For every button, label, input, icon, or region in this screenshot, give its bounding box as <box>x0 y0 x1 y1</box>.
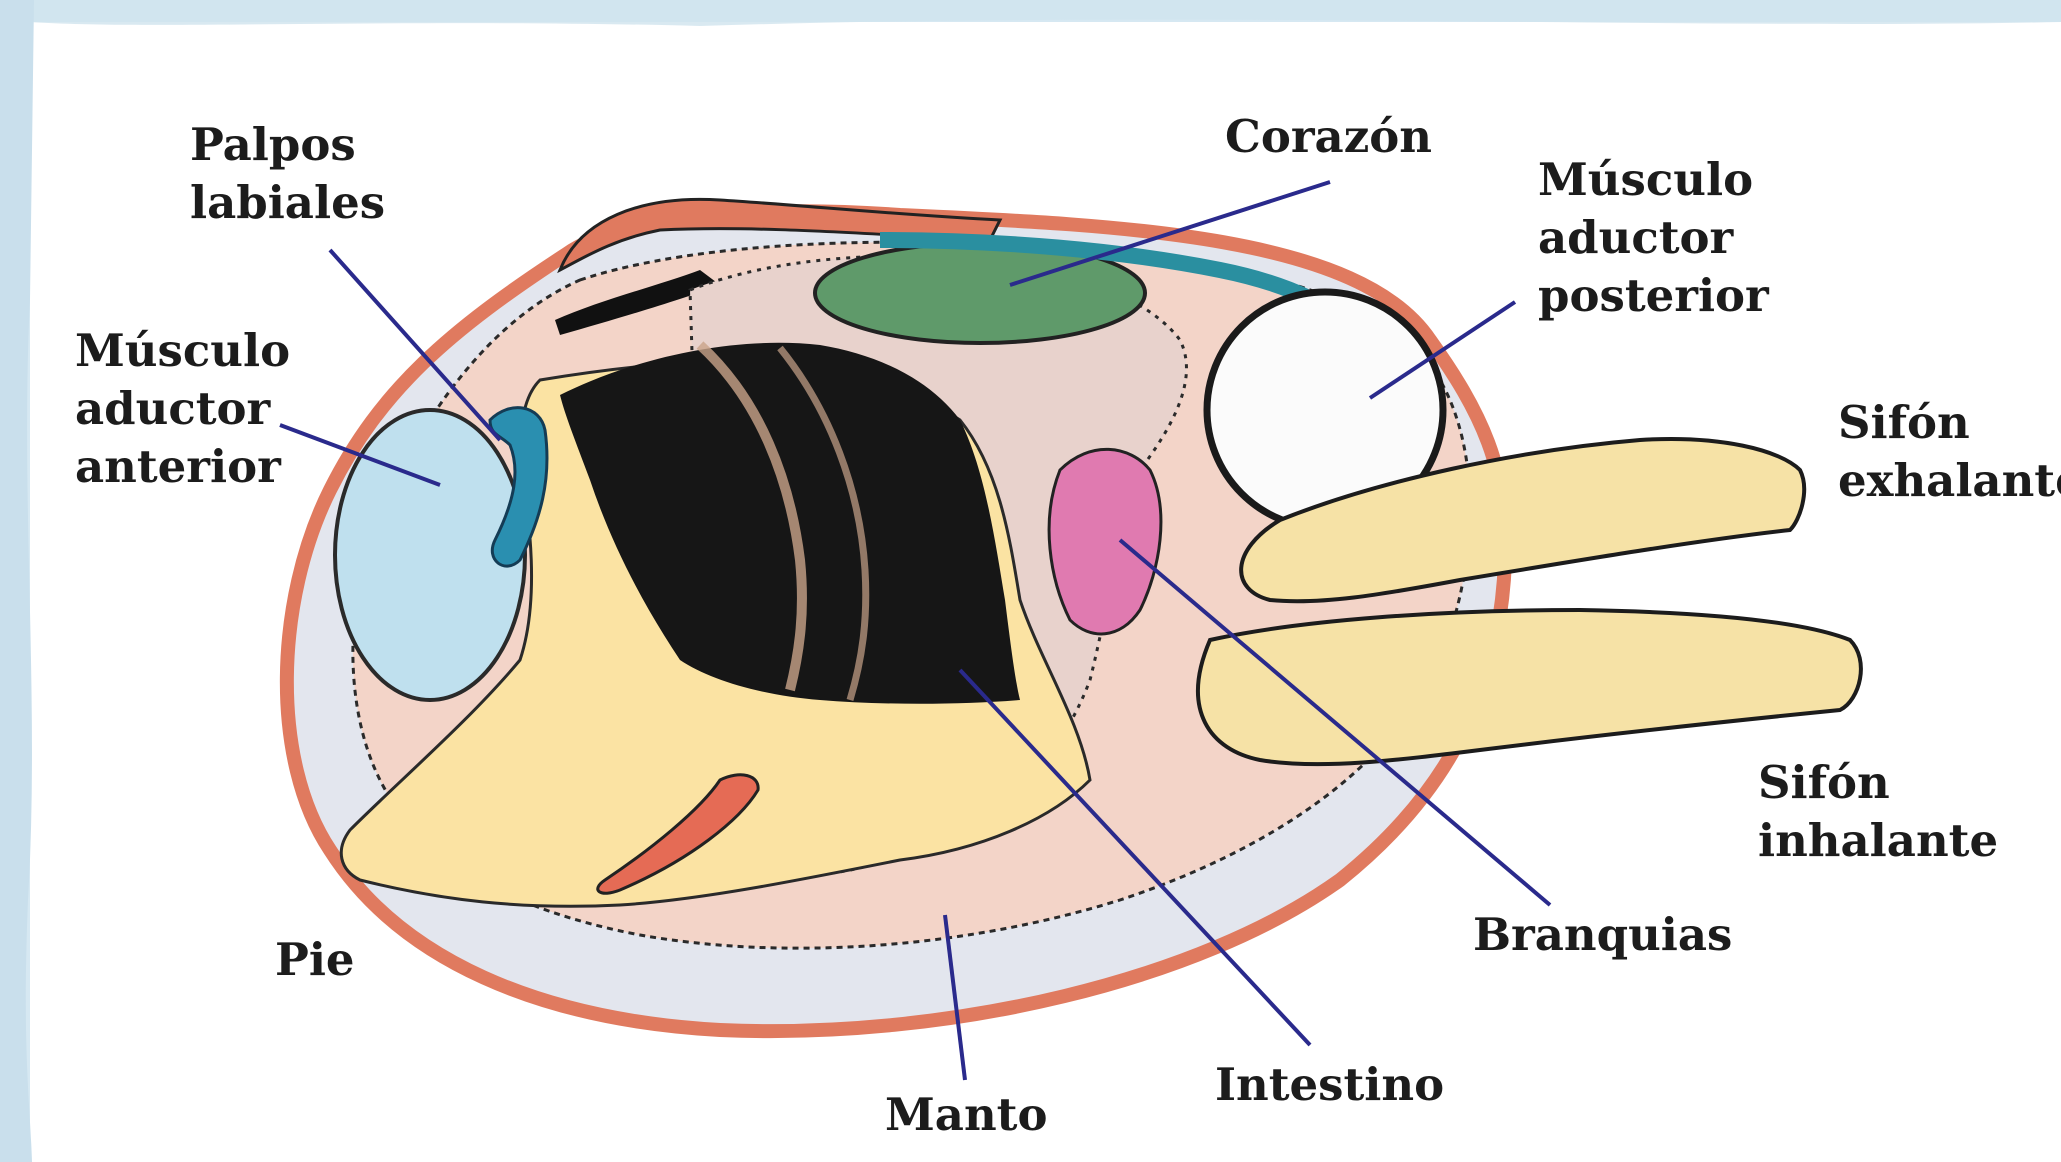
label-pie: Pie <box>275 933 355 986</box>
label-musculo-posterior: Músculo <box>1538 153 1753 206</box>
label-palpos: Palpos <box>190 118 356 171</box>
label-musculo-anterior: anterior <box>75 440 282 493</box>
label-musculo-posterior: aductor <box>1538 211 1735 264</box>
label-branquias: Branquias <box>1473 908 1732 961</box>
label-musculo-posterior: posterior <box>1538 269 1770 322</box>
label-sifon-exhalante: exhalante <box>1838 454 2061 507</box>
label-musculo-anterior: aductor <box>75 382 272 435</box>
label-sifon-inhalante: Sifón <box>1758 756 1890 809</box>
label-musculo-anterior: Músculo <box>75 324 290 377</box>
label-manto: Manto <box>885 1088 1048 1141</box>
label-sifon-exhalante: Sifón <box>1838 396 1970 449</box>
label-sifon-inhalante: inhalante <box>1758 814 1998 867</box>
label-corazon: Corazón <box>1225 110 1432 163</box>
label-palpos: labiales <box>190 176 385 229</box>
label-intestino: Intestino <box>1215 1058 1444 1111</box>
